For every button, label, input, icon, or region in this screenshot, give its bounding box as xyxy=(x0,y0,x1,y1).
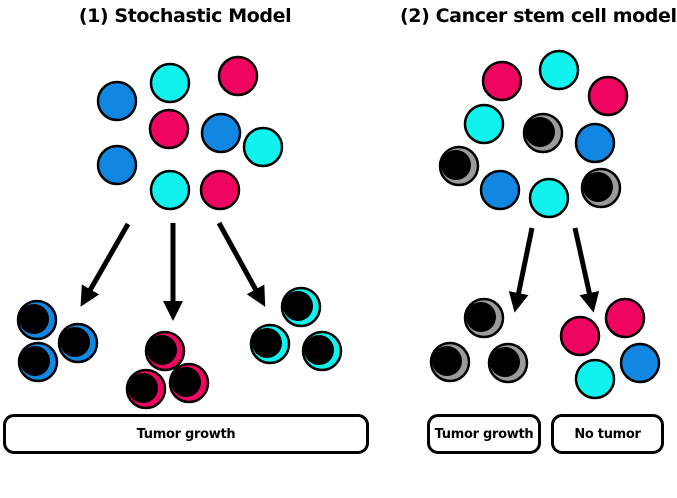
stochastic-model-title: (1) Stochastic Model xyxy=(78,5,292,27)
csc-cyan-cell xyxy=(463,103,505,145)
arrows-layer xyxy=(80,221,600,321)
csc-blue-cell xyxy=(619,342,661,384)
cell-body xyxy=(587,75,629,117)
stochastic-magenta-tumor-cell xyxy=(125,368,167,410)
cell-body xyxy=(148,108,190,150)
csc-stem-tumor-cell xyxy=(429,341,471,383)
stochastic-cyan-tumor-cell xyxy=(280,286,322,328)
cell-nucleus xyxy=(20,346,50,376)
cell-nucleus xyxy=(466,302,496,332)
csc-blue-cell xyxy=(479,169,521,211)
csc-magenta-cell xyxy=(604,297,646,339)
cell-body xyxy=(200,112,242,154)
cell-nucleus xyxy=(19,304,49,334)
csc-cyan-cell xyxy=(538,49,580,91)
stochastic-magenta-cell xyxy=(148,108,190,150)
cell-body xyxy=(481,60,523,102)
stochastic-magenta-cell xyxy=(217,55,259,97)
stochastic-cyan-cell xyxy=(149,169,191,211)
cancer-stem-cell-model-title: (2) Cancer stem cell model xyxy=(400,5,677,27)
cell-body xyxy=(463,103,505,145)
cell-body xyxy=(574,122,616,164)
cell-body xyxy=(96,144,138,186)
cell-body xyxy=(619,342,661,384)
stochastic-blue-tumor-cell xyxy=(16,299,58,341)
cell-nucleus xyxy=(490,347,520,377)
cell-nucleus xyxy=(583,172,613,202)
cell-nucleus xyxy=(525,117,555,147)
cell-body xyxy=(217,55,259,97)
cell-nucleus xyxy=(304,335,334,365)
csc-tumor-growth-label: Tumor growth xyxy=(427,414,541,454)
cell-nucleus xyxy=(60,327,90,357)
stochastic-magenta-cell xyxy=(199,169,241,211)
cells-layer xyxy=(16,49,661,410)
csc-blue-cell xyxy=(574,122,616,164)
cell-nucleus xyxy=(147,335,177,365)
stochastic-arrow-right xyxy=(216,221,266,307)
cell-body xyxy=(479,169,521,211)
cell-body xyxy=(538,49,580,91)
stochastic-blue-tumor-cell xyxy=(57,322,99,364)
cell-nucleus xyxy=(171,367,201,397)
csc-cyan-cell xyxy=(528,177,570,219)
stochastic-cyan-tumor-cell xyxy=(249,323,291,365)
cell-nucleus xyxy=(283,291,313,321)
stochastic-blue-cell xyxy=(96,80,138,122)
stochastic-magenta-tumor-cell xyxy=(168,362,210,404)
cell-body xyxy=(149,169,191,211)
csc-stem-cell xyxy=(522,112,564,154)
stochastic-blue-cell xyxy=(96,144,138,186)
csc-stem-cell xyxy=(438,145,480,187)
csc-stem-tumor-cell xyxy=(463,297,505,339)
csc-stem-tumor-cell xyxy=(487,342,529,384)
cell-body xyxy=(574,358,616,400)
stochastic-blue-cell xyxy=(200,112,242,154)
cell-body xyxy=(199,169,241,211)
csc-cyan-cell xyxy=(574,358,616,400)
stochastic-blue-tumor-cell xyxy=(17,341,59,383)
cell-body xyxy=(528,177,570,219)
cell-body xyxy=(149,62,191,104)
cell-body xyxy=(242,126,284,168)
csc-magenta-cell xyxy=(481,60,523,102)
stochastic-cyan-cell xyxy=(242,126,284,168)
csc-magenta-cell xyxy=(559,315,601,357)
cell-body xyxy=(96,80,138,122)
cell-nucleus xyxy=(252,328,282,358)
csc-magenta-cell xyxy=(587,75,629,117)
cell-body xyxy=(559,315,601,357)
stochastic-arrow-left xyxy=(80,222,131,307)
stochastic-cyan-tumor-cell xyxy=(301,330,343,372)
cell-nucleus xyxy=(432,346,462,376)
stochastic-tumor-growth-label: Tumor growth xyxy=(3,414,369,454)
stochastic-magenta-tumor-cell xyxy=(144,330,186,372)
cell-nucleus xyxy=(441,150,471,180)
csc-no-tumor-label: No tumor xyxy=(551,414,664,454)
csc-arrow-no-tumor xyxy=(572,227,600,313)
csc-stem-cell xyxy=(580,167,622,209)
stochastic-cyan-cell xyxy=(149,62,191,104)
cell-nucleus xyxy=(128,373,158,403)
csc-arrow-tumor-growth xyxy=(508,227,535,313)
cell-body xyxy=(604,297,646,339)
